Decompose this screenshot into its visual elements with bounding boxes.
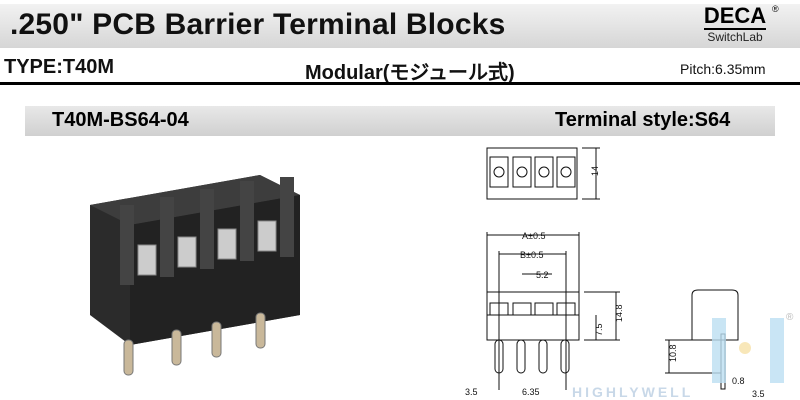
dim-pin-thickness: 0.8 (732, 376, 745, 386)
dim-body-height: 14.8 (614, 304, 624, 322)
deca-logo: DECA SwitchLab (690, 4, 780, 44)
type-label: TYPE:T40M (4, 56, 115, 78)
product-bar (25, 106, 775, 136)
dim-edge-offset: 3.5 (465, 387, 478, 397)
pitch-label: Pitch:6.35mm (680, 61, 766, 77)
registered-mark: ® (772, 4, 779, 14)
side-view (665, 289, 739, 390)
divider (0, 82, 800, 85)
part-number: T40M-BS64-04 (52, 109, 189, 131)
technical-drawing: 14 A±0.5 B±0.5 5.2 14.8 7.5 3.5 6.35 10.… (465, 147, 794, 399)
logo-sub: SwitchLab (707, 30, 763, 44)
terminal-style: Terminal style:S64 (555, 109, 731, 131)
front-view (486, 232, 620, 390)
logo-brand: DECA (703, 3, 767, 30)
dim-pin-span: B±0.5 (520, 250, 543, 260)
top-view (486, 147, 600, 200)
title-banner (0, 4, 800, 48)
watermark-mark: ® (786, 312, 794, 323)
construction-label: Modular(モジュール式) (305, 62, 515, 84)
dim-mount-height: 7.5 (594, 323, 604, 336)
watermark-text: HIGHLYWELL (572, 384, 694, 400)
dim-barrier-gap: 5.2 (536, 270, 549, 280)
dim-top-height: 14 (590, 166, 600, 176)
dim-pitch: 6.35 (522, 387, 540, 397)
page-title: .250" PCB Barrier Terminal Blocks (10, 8, 506, 41)
dim-pin-length: 10.8 (668, 344, 678, 362)
product-photo (90, 175, 300, 376)
dim-overall-width: A±0.5 (522, 231, 545, 241)
watermark-logo (712, 318, 784, 383)
dim-side-offset: 3.5 (752, 389, 765, 399)
